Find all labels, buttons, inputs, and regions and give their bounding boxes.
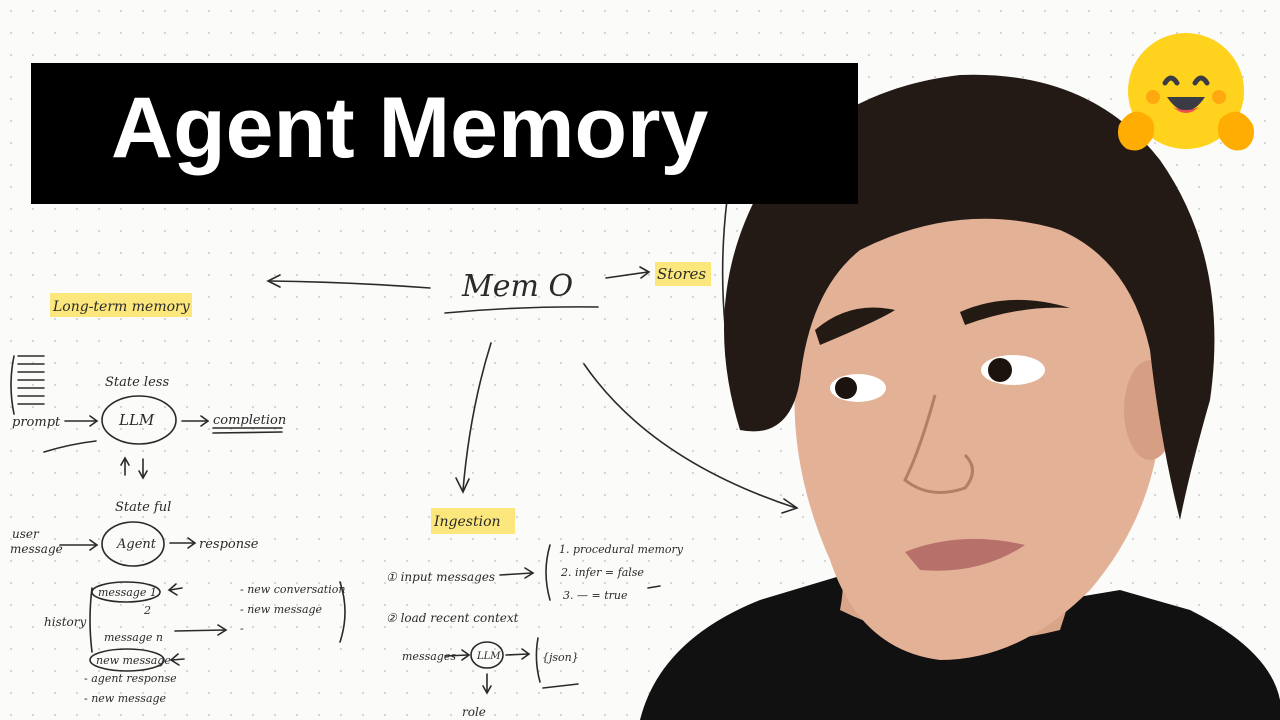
two-label: 2	[143, 604, 151, 617]
message-1-label: message 1	[98, 586, 157, 599]
title-text: Agent Memory	[111, 80, 709, 176]
history-label: history	[44, 615, 87, 629]
ingestion-highlight	[431, 508, 515, 534]
long-term-label: Long-term memory	[52, 299, 191, 315]
step1-label: ① input messages	[386, 570, 495, 584]
procedural-label: 1. procedural memory	[559, 543, 684, 556]
stateful-label: State ful	[115, 500, 171, 515]
new-message-right-label: - new message	[240, 603, 323, 616]
title-banner: Agent Memory	[31, 63, 858, 204]
step2-label: ② load recent context	[386, 611, 519, 625]
new-message-bottom-label: - new message	[84, 692, 167, 705]
json-label: {json}	[542, 651, 579, 664]
memo-label: Mem O	[461, 269, 573, 304]
infer-label: 2. infer = false	[560, 566, 644, 579]
llm-small-label: LLM	[476, 651, 501, 662]
completion-label: completion	[213, 413, 286, 428]
new-conversation-label: - new conversation	[240, 583, 345, 596]
message-label: message	[10, 542, 63, 556]
prompt-label: prompt	[12, 415, 61, 430]
message-n-label: message n	[104, 631, 163, 644]
ingestion-label: Ingestion	[433, 514, 501, 530]
role-label: role	[462, 705, 486, 719]
response-label: response	[199, 537, 259, 552]
llm-label: LLM	[118, 411, 155, 429]
messages-label: messages	[402, 650, 456, 663]
agent-label: Agent	[116, 537, 157, 552]
agent-response-label: - agent response	[84, 672, 177, 685]
long-term-highlight	[50, 293, 192, 317]
new-message-boxed-label: new message	[96, 654, 171, 667]
user-label: user	[12, 527, 40, 541]
stateless-label: State less	[105, 375, 169, 390]
stores-label: Stores	[657, 265, 706, 283]
dash-label: -	[240, 622, 244, 635]
stores-highlight	[655, 262, 711, 286]
true-label: 3. — = true	[563, 589, 628, 602]
hugging-face-emoji-icon	[1118, 33, 1254, 151]
